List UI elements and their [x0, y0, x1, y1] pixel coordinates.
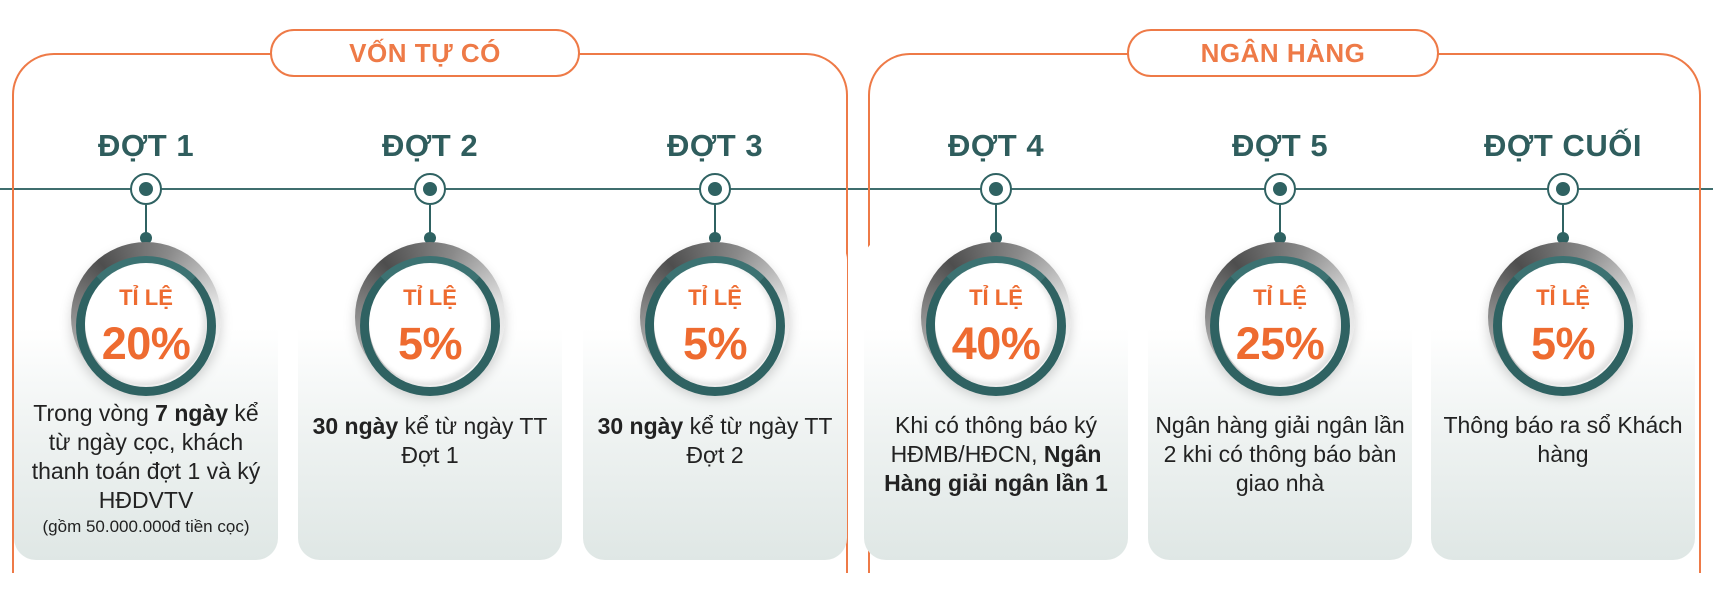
rate-value: 40%	[951, 318, 1041, 369]
connector-dot	[990, 232, 1002, 244]
stage-description: 30 ngày kể từ ngày TT Đợt 2	[597, 413, 833, 468]
stage-title: ĐỢT 4	[947, 128, 1045, 163]
stage-title: ĐỢT CUỐI	[1484, 128, 1642, 163]
ring-inner	[654, 263, 776, 385]
ring-teal	[1210, 256, 1350, 396]
stage-title: ĐỢT 5	[1231, 128, 1329, 163]
connector-dot	[709, 232, 721, 244]
rate-value: 5%	[1530, 318, 1596, 369]
timeline-node-icon	[1547, 173, 1579, 205]
ring-inner	[1502, 263, 1624, 385]
ring-teal	[360, 256, 500, 396]
connector-stem	[714, 205, 716, 238]
timeline-node-icon	[980, 173, 1012, 205]
connector-stem	[995, 205, 997, 238]
stage-description: Trong vòng 7 ngày kể từ ngày cọc, khách …	[21, 399, 271, 537]
rate-value: 25%	[1235, 318, 1325, 369]
rate-value: 5%	[397, 318, 463, 369]
rate-label: TỈ LỆ	[688, 285, 742, 310]
connector-dot	[424, 232, 436, 244]
connector-stem	[145, 205, 147, 238]
connector-dot	[140, 232, 152, 244]
rate-label: TỈ LỆ	[969, 285, 1023, 310]
rate-label: TỈ LỆ	[119, 285, 173, 310]
rate-value: 20%	[101, 318, 191, 369]
ring-inner	[85, 263, 207, 385]
stage-description: Thông báo ra sổ Khách hàng	[1443, 412, 1683, 467]
stage-description: 30 ngày kể từ ngày TT Đợt 1	[312, 413, 548, 468]
connector-stem	[1279, 205, 1281, 238]
timeline-node-icon	[130, 173, 162, 205]
timeline-line	[0, 188, 1713, 190]
stage-description: Ngân hàng giải ngân lần 2 khi có thông b…	[1155, 412, 1405, 496]
timeline-node-icon	[1264, 173, 1296, 205]
group-label-ngan-hang: NGÂN HÀNG	[1127, 29, 1439, 77]
ring-inner	[369, 263, 491, 385]
rate-label: TỈ LỆ	[403, 285, 457, 310]
ring-inner	[935, 263, 1057, 385]
timeline-node-icon	[414, 173, 446, 205]
stage-description: Khi có thông báo ký HĐMB/HĐCN, Ngân Hàng…	[884, 412, 1108, 496]
stage-title: ĐỢT 3	[666, 128, 764, 163]
group-label-von-tu-co: VỐN TỰ CÓ	[270, 29, 580, 77]
ring-teal	[76, 256, 216, 396]
rate-value: 5%	[682, 318, 748, 369]
connector-dot	[1274, 232, 1286, 244]
ring-teal	[645, 256, 785, 396]
stage-note: (gồm 50.000.000đ tiền cọc)	[42, 517, 250, 536]
rate-label: TỈ LỆ	[1536, 285, 1590, 310]
connector-stem	[1562, 205, 1564, 238]
ring-teal	[1493, 256, 1633, 396]
connector-dot	[1557, 232, 1569, 244]
stage-title: ĐỢT 2	[381, 128, 479, 163]
rate-label: TỈ LỆ	[1253, 285, 1307, 310]
connector-stem	[429, 205, 431, 238]
timeline-node-icon	[699, 173, 731, 205]
ring-inner	[1219, 263, 1341, 385]
stage-title: ĐỢT 1	[97, 128, 195, 163]
ring-teal	[926, 256, 1066, 396]
